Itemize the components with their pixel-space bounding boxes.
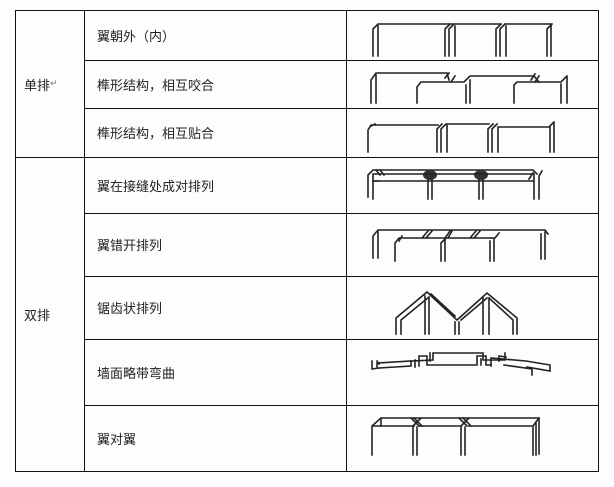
row-label-text: 榫形结构，相互咬合 — [97, 78, 215, 94]
row-label-text: 翼错开排列 — [97, 239, 163, 254]
row-label: 榫形结构，相互贴合 — [87, 108, 347, 157]
return-mark-icon: ↵ — [50, 79, 58, 89]
row-label-text: 翼对翼 — [97, 432, 137, 448]
row-label: 榫形结构，相互咬合 — [87, 60, 347, 108]
row-label-text: 榫形结构，相互贴合 — [97, 127, 215, 142]
group-divider — [16, 157, 598, 158]
row-divider — [84, 276, 598, 277]
column-divider — [84, 11, 85, 471]
category-label: 双排 — [24, 308, 51, 324]
row-label: 墙面略带弯曲 — [87, 339, 347, 405]
single-wings-outward-icon — [349, 11, 598, 60]
row-divider — [84, 108, 598, 109]
row-label-text: 墙面略带弯曲 — [97, 366, 176, 382]
double-wing-to-wing-icon — [349, 405, 598, 471]
row-label-text: 翼朝外（内） — [97, 30, 176, 45]
category-single-row: 单排↵ — [16, 11, 85, 157]
single-tenon-abut-icon — [349, 108, 598, 157]
double-zigzag-icon — [349, 276, 598, 339]
row-label: 翼朝外（内） — [87, 11, 347, 60]
row-divider — [84, 213, 598, 214]
category-label: 单排 — [24, 78, 51, 94]
row-label: 翼在接缝处成对排列 — [87, 157, 347, 213]
row-divider — [84, 60, 598, 61]
row-label: 锯齿状排列 — [87, 276, 347, 339]
row-label: 翼错开排列 — [87, 213, 347, 276]
row-label: 翼对翼 — [87, 405, 347, 471]
single-tenon-interlock-icon — [349, 60, 598, 108]
shoring-arrangement-table: 单排↵ 双排 翼朝外（内） 榫形结构，相互咬合 榫形结构，相互贴合 翼在接缝处成… — [15, 10, 599, 472]
double-paired-at-joints-icon — [349, 157, 598, 213]
column-divider — [346, 11, 347, 471]
double-staggered-icon — [349, 213, 598, 276]
row-divider — [84, 339, 598, 340]
category-double-row: 双排 — [16, 157, 85, 471]
row-divider — [84, 405, 598, 406]
row-label-text: 翼在接缝处成对排列 — [97, 179, 215, 195]
double-curved-wall-icon — [349, 339, 598, 405]
row-label-text: 锯齿状排列 — [97, 302, 163, 317]
